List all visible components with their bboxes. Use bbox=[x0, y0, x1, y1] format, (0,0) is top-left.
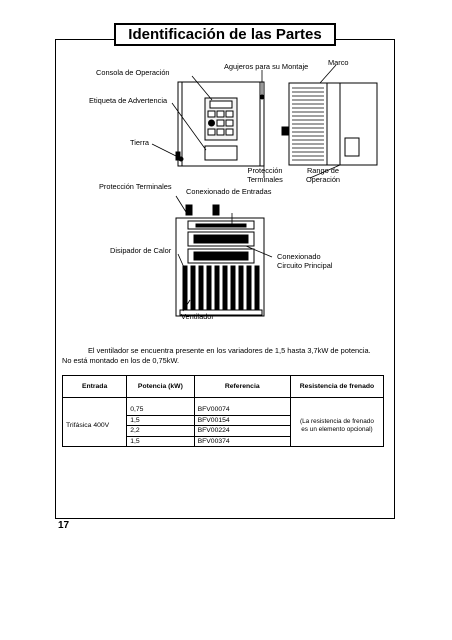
label-proteccion-line1: Protección bbox=[247, 166, 283, 175]
fan-note-line1: El ventilador se encuentra presente en l… bbox=[88, 346, 371, 355]
page-title-text: Identificación de las Partes bbox=[128, 26, 322, 43]
label-conexionado-entradas: Conexionado de Entradas bbox=[186, 187, 272, 196]
inverter-side-view bbox=[281, 82, 378, 166]
leader-lines bbox=[151, 64, 341, 312]
label-rango: Rango de Operación bbox=[298, 166, 348, 184]
cell-referencia: BFV00224 bbox=[193, 425, 291, 437]
cell-potencia: 1,5 bbox=[126, 436, 195, 447]
label-circuito-line2: Circuito Principal bbox=[277, 261, 333, 270]
table-row: Trifásica 400V 0,75 BFV00074 (La resiste… bbox=[61, 405, 385, 447]
table-header-row: Entrada Potencia (kW) Referencia Resiste… bbox=[61, 375, 385, 398]
label-rango-line2: Operación bbox=[305, 175, 341, 184]
table-gap-row bbox=[61, 397, 385, 405]
inverter-front-view bbox=[175, 81, 265, 167]
resistencia-line2: es un elemento opcional) bbox=[301, 425, 373, 433]
header-referencia: Referencia bbox=[193, 375, 291, 398]
cell-potencia: 1,5 bbox=[126, 415, 195, 426]
cell-potencia: 0,75 bbox=[126, 405, 195, 416]
label-agujeros: Agujeros para su Montaje bbox=[224, 62, 309, 71]
fan-note: El ventilador se encuentra presente en l… bbox=[62, 346, 382, 366]
header-potencia: Potencia (kW) bbox=[126, 375, 195, 398]
inverter-bottom-view bbox=[175, 204, 265, 317]
table-row: 1,5 BFV00374 bbox=[63, 436, 384, 447]
resistencia-line1: (La resistencia de frenado bbox=[299, 417, 374, 425]
label-rango-line1: Rango de bbox=[306, 166, 340, 175]
page-title: Identificación de las Partes bbox=[114, 23, 336, 46]
label-proteccion-terminales-right: Protección Terminales bbox=[240, 166, 290, 184]
label-circuito-line1: Conexionado bbox=[277, 252, 321, 261]
label-marco: Marco bbox=[328, 58, 349, 67]
cell-referencia: BFV00074 bbox=[193, 405, 291, 416]
label-tierra: Tierra bbox=[130, 138, 150, 147]
spec-table: Entrada Potencia (kW) Referencia Resiste… bbox=[61, 375, 385, 447]
header-resistencia: Resistencia de frenado bbox=[289, 375, 385, 398]
header-entrada: Entrada bbox=[61, 375, 128, 398]
table-row: 1,5 BFV00154 bbox=[63, 415, 384, 426]
label-consola: Consola de Operación bbox=[96, 68, 170, 77]
page-number: 17 bbox=[58, 520, 70, 531]
table-row: 2,2 BFV00224 bbox=[63, 425, 384, 437]
cell-entrada: Trifásica 400V bbox=[61, 405, 128, 447]
label-proteccion-terminales-left: Protección Terminales bbox=[99, 182, 172, 191]
label-disipador: Disipador de Calor bbox=[110, 246, 172, 255]
label-ventilador: Ventilador bbox=[181, 312, 214, 321]
cell-potencia: 2,2 bbox=[126, 425, 195, 437]
fan-note-line2: No está montado en los de 0,75kW. bbox=[62, 356, 180, 365]
cell-resistencia: (La resistencia de frenado es un element… bbox=[289, 405, 385, 447]
cell-referencia: BFV00374 bbox=[193, 436, 291, 447]
label-etiqueta: Etiqueta de Advertencia bbox=[89, 96, 168, 105]
label-conexionado-circuito: Conexionado Circuito Principal bbox=[277, 252, 332, 270]
label-proteccion-line2: Terminales bbox=[247, 175, 283, 184]
cell-referencia: BFV00154 bbox=[193, 415, 291, 426]
